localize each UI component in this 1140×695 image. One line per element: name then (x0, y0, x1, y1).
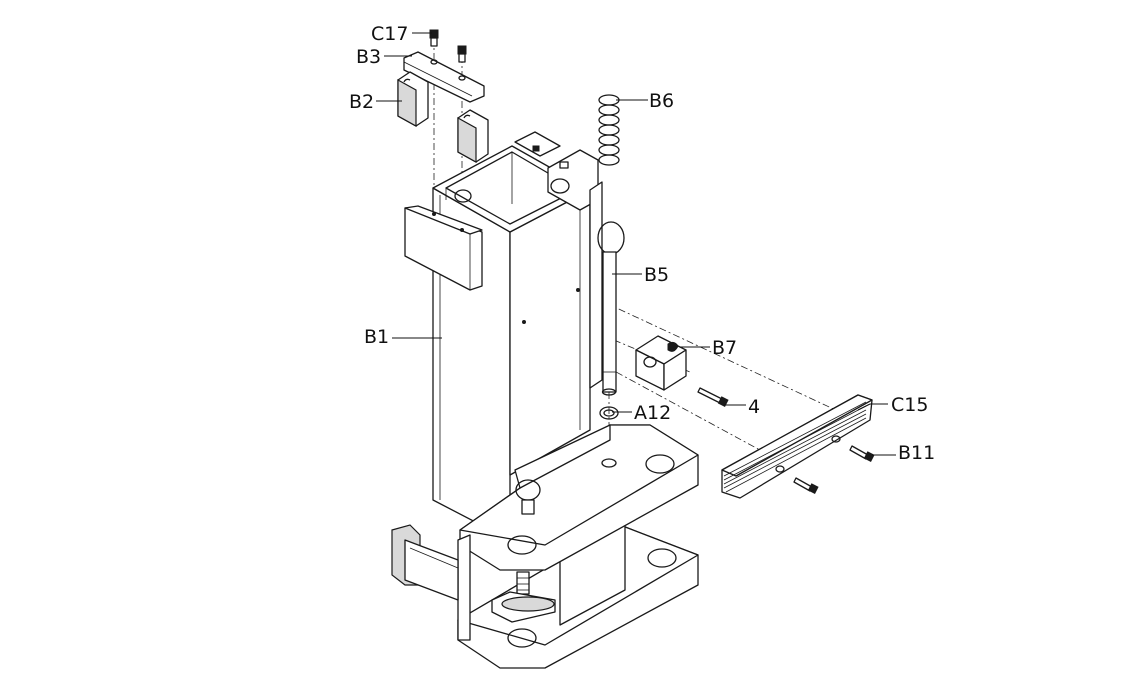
block-b7 (635, 335, 687, 391)
callout-labels: C17 B3 B2 B6 B5 B1 B7 4 A12 C15 B11 (349, 23, 935, 464)
screws-c17 (429, 29, 467, 63)
handle-c15 (721, 394, 873, 499)
label-c15: C15 (891, 394, 928, 416)
washer-a12 (599, 406, 619, 420)
label-a12: A12 (634, 402, 671, 424)
label-b2: B2 (349, 91, 374, 113)
pads-b2 (397, 71, 489, 164)
clamp-plate (404, 205, 483, 291)
pin-b5 (597, 221, 625, 396)
label-b5: B5 (644, 264, 669, 286)
label-b1: B1 (364, 326, 389, 348)
plate-b3 (403, 51, 485, 103)
label-b7: B7 (712, 337, 737, 359)
screw-4 (697, 387, 729, 408)
screws-b11 (793, 445, 875, 495)
label-c17: C17 (371, 23, 408, 45)
spring-b6 (598, 94, 620, 166)
base-foot (391, 424, 699, 669)
label-4: 4 (748, 396, 760, 418)
label-b6: B6 (649, 90, 674, 112)
leader-lines (376, 32, 896, 456)
label-b11: B11 (898, 442, 935, 464)
label-b3: B3 (356, 46, 381, 68)
